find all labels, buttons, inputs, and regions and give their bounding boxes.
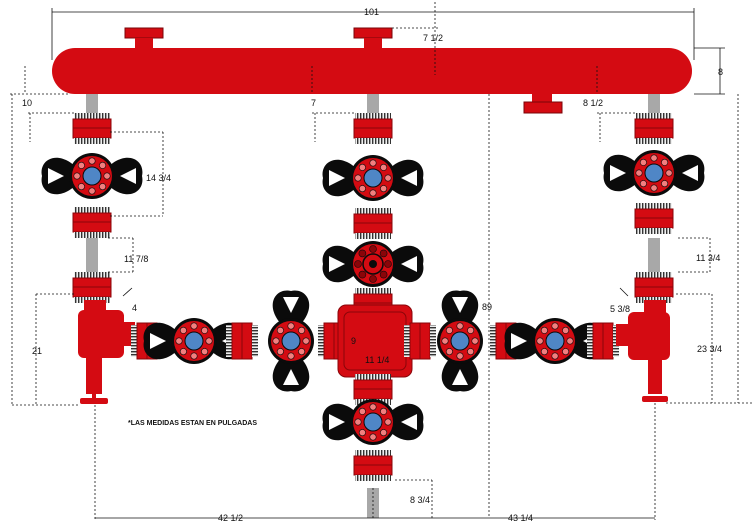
flange-icon <box>353 208 393 239</box>
choke-valve-icon <box>616 300 670 402</box>
gate-valve-icon <box>268 290 314 392</box>
dim-left-choke-height: 21 <box>32 346 42 356</box>
dim-right-drop: 8 1/2 <box>583 98 603 108</box>
cross-fitting-icon <box>337 304 413 378</box>
flange-icon <box>72 113 112 144</box>
dim-total-width: 101 <box>364 7 379 17</box>
dim-cross-height: 9 <box>351 336 356 346</box>
gate-valve-icon <box>603 150 705 196</box>
flange-icon <box>587 322 619 360</box>
dim-right-spool: 11 3/4 <box>696 253 720 263</box>
units-note: *LAS MEDIDAS ESTAN EN PULGADAS <box>128 420 257 427</box>
dim-left-spool: 11 7/8 <box>124 254 148 264</box>
dimension-labels: 101 7 1/2 8 10 7 8 1/2 14 3/4 11 7/8 4 2… <box>22 7 723 523</box>
flange-icon <box>353 113 393 144</box>
header-pipe-icon <box>52 27 692 114</box>
dim-cross-width: 11 1/4 <box>365 355 389 365</box>
dim-left-tee-offset: 4 <box>132 303 137 313</box>
gate-valve-icon <box>41 153 143 199</box>
flange-icon <box>353 450 393 481</box>
choke-valve-icon <box>78 300 135 404</box>
dim-left-valve-span: 14 3/4 <box>146 173 171 183</box>
flange-icon <box>226 322 258 360</box>
dimension-lines <box>10 2 752 520</box>
flange-icon <box>634 113 674 144</box>
gate-valve-icon <box>322 241 424 287</box>
dim-right-tee-offset: 5 3/8 <box>610 304 630 314</box>
flange-icon <box>72 207 112 238</box>
flange-icon <box>634 272 674 303</box>
dim-left-half-width: 42 1/2 <box>218 513 243 523</box>
dim-bottom-outlet: 8 3/4 <box>410 495 430 505</box>
flange-icon <box>72 272 112 303</box>
gate-valve-icon <box>322 399 424 445</box>
vertical-pipes <box>86 94 660 518</box>
gate-valve-icon <box>437 290 483 392</box>
dim-center-total-height: 89 <box>482 302 492 312</box>
dim-center-drop: 7 <box>311 98 316 108</box>
flange-icon <box>634 203 674 234</box>
dim-right-half-width: 43 1/4 <box>508 513 533 523</box>
gate-valve-icon <box>322 155 424 201</box>
dim-top-flange-height: 7 1/2 <box>423 33 443 43</box>
dim-right-choke-height: 23 3/4 <box>697 344 722 354</box>
flange-icon <box>404 322 436 360</box>
dim-left-drop: 10 <box>22 98 32 108</box>
dim-header-height: 8 <box>718 67 723 77</box>
